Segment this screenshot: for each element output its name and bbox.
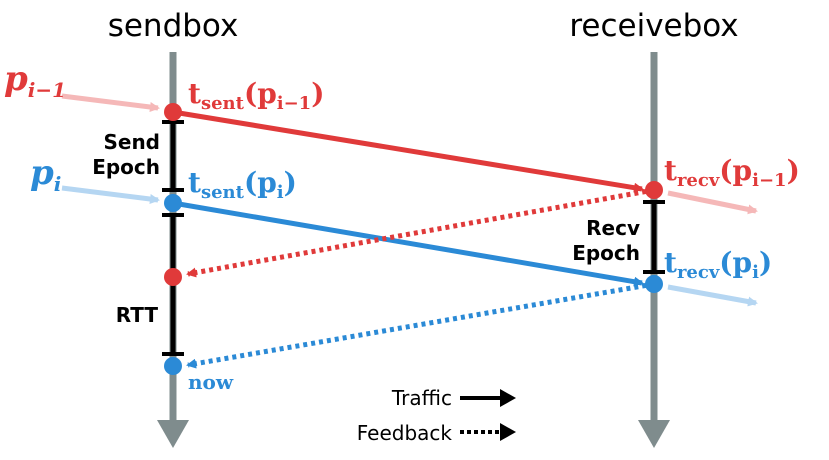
- dot-recv-prev: [645, 181, 663, 199]
- t-recv-curr-label: trecv(pi): [664, 246, 772, 283]
- legend-feedback-arrowhead: [500, 423, 516, 441]
- t-recv-prev-label: trecv(pi−1): [664, 154, 800, 191]
- traffic-arrow-curr: [172, 200, 644, 287]
- sendbox-title: sendbox: [108, 8, 239, 44]
- outgoing-prev-arrow: [667, 190, 758, 215]
- outgoing-curr-arrow: [667, 284, 758, 307]
- dot-recv-curr: [645, 275, 663, 293]
- legend: Traffic Feedback: [357, 386, 516, 445]
- incoming-prev-arrow: [61, 93, 160, 112]
- dot-sent-prev: [164, 103, 182, 121]
- dot-now: [164, 357, 182, 375]
- legend-traffic-arrowhead: [500, 389, 516, 407]
- sendbox-timeline-arrowhead: [157, 420, 189, 448]
- dot-feedback-prev-arrival: [164, 268, 182, 286]
- legend-feedback-label: Feedback: [357, 421, 453, 445]
- now-label: now: [188, 370, 234, 394]
- receivebox-timeline-arrowhead: [638, 420, 670, 448]
- recv-epoch-label-line2: Epoch: [572, 241, 640, 265]
- t-sent-curr-label: tsent(pi): [188, 166, 297, 203]
- rtt-label: RTT: [116, 303, 159, 327]
- receivebox-title: receivebox: [569, 8, 738, 44]
- recv-epoch-bracket: [643, 200, 665, 274]
- feedback-arrow-curr: [186, 281, 655, 369]
- t-sent-prev-label: tsent(pi−1): [188, 77, 324, 114]
- dot-sent-curr: [164, 194, 182, 212]
- traffic-arrow-prev: [172, 109, 644, 193]
- recv-epoch-label-line1: Recv: [586, 216, 640, 240]
- send-epoch-bracket: [162, 120, 184, 192]
- legend-traffic-label: Traffic: [391, 386, 452, 410]
- packet-label-prev: pi−1: [4, 59, 66, 102]
- packet-label-curr: pi: [30, 153, 61, 196]
- send-epoch-label-line2: Epoch: [92, 155, 160, 179]
- feedback-arrow-prev: [186, 187, 655, 278]
- send-epoch-label-line1: Send: [103, 130, 160, 154]
- incoming-curr-arrow: [61, 185, 160, 204]
